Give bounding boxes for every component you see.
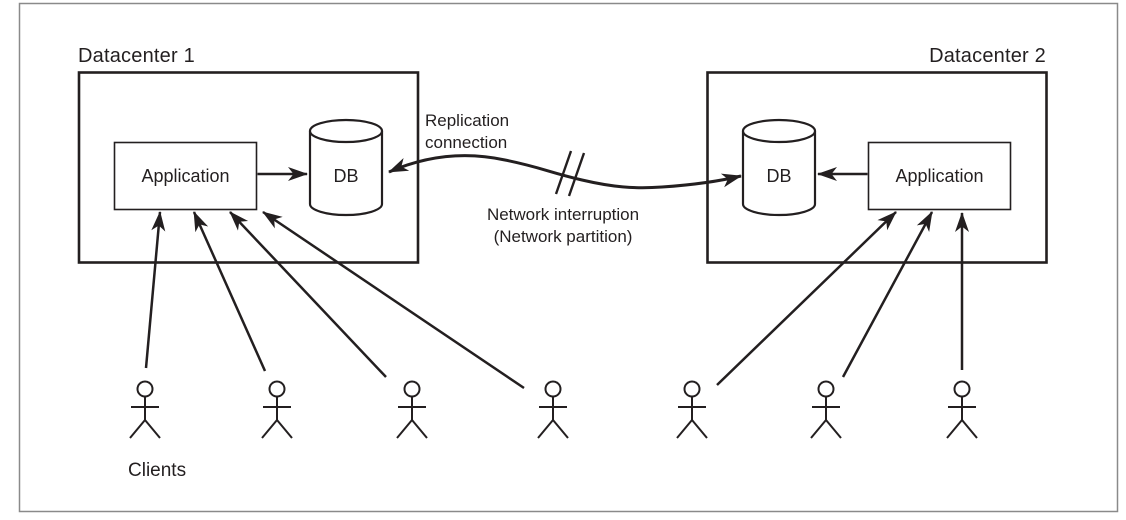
network-break-slash1-icon (554, 150, 573, 195)
client7-figure-icon (946, 380, 978, 439)
interruption-label-line2: (Network partition) (494, 227, 633, 246)
interruption-label-line1: Network interruption (487, 205, 639, 224)
db1-label: DB (333, 166, 358, 186)
datacenter1-title: Datacenter 1 (78, 45, 195, 67)
clients-label: Clients (128, 460, 186, 481)
db2-cylinder-top-icon (741, 118, 817, 144)
replication-label-line2: connection (425, 133, 507, 152)
db2-cylinder-icon (741, 131, 817, 217)
replication-curve-arrow (388, 154, 742, 190)
application2-box (867, 141, 1012, 211)
client4-figure-icon (537, 380, 569, 439)
client6-figure-icon (810, 380, 842, 439)
outer-frame (18, 2, 1119, 513)
client6-arrow (841, 211, 934, 378)
client-arrows-dc1 (144, 210, 525, 390)
client1-figure-icon (129, 380, 161, 439)
client3-arrow (229, 211, 387, 378)
client4-arrow (262, 210, 525, 390)
application2-label: Application (895, 166, 983, 186)
client5-arrow (716, 211, 897, 386)
application1-box (113, 141, 258, 211)
replication-connection-group: Replication connection Network interrupt… (388, 111, 742, 246)
replication-label-line1: Replication (425, 111, 509, 130)
datacenter2-group: Datacenter 2 Application DB (706, 45, 1048, 264)
db2-label: DB (766, 166, 791, 186)
client2-figure-icon (261, 380, 293, 439)
client2-arrow (192, 211, 267, 372)
db1-cylinder-top-icon (308, 118, 384, 144)
client-arrows-dc2 (716, 211, 969, 386)
client1-arrow (144, 211, 166, 369)
datacenter1-group: Datacenter 1 Application DB (77, 45, 420, 264)
client5-figure-icon (676, 380, 708, 439)
network-break-slash2-icon (567, 152, 586, 197)
clients-group: Clients (128, 380, 978, 481)
datacenter2-title: Datacenter 2 (929, 45, 1046, 67)
client3-figure-icon (396, 380, 428, 439)
db1-cylinder-icon (308, 131, 384, 217)
application1-label: Application (141, 166, 229, 186)
